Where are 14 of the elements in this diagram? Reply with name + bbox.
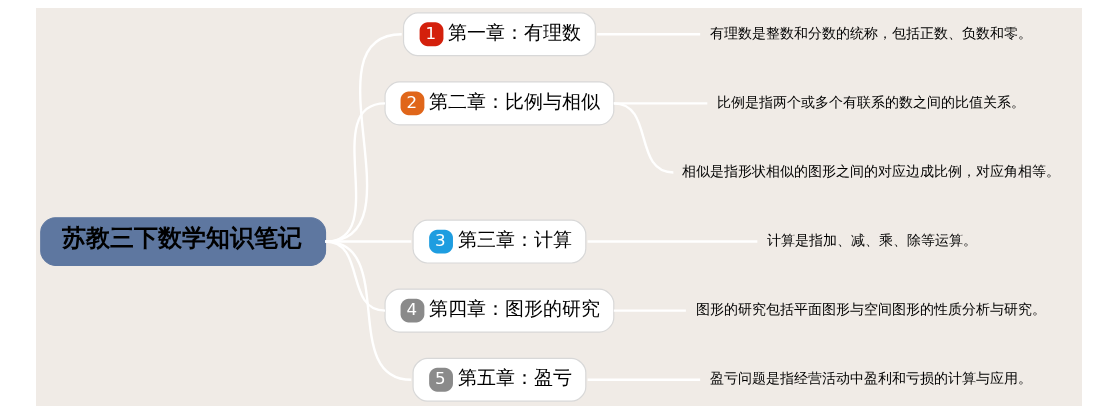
node-text: 相似是指形状相似的图形之间的对应边成比例，对应角相等。 [681, 163, 1060, 180]
connector [324, 240, 411, 381]
node-box: 4 第四章：图形的研究 [383, 288, 614, 333]
node-box: 1 第一章：有理数 [402, 12, 596, 57]
node-box: 苏教三下数学知识笔记 [39, 217, 326, 266]
node-box: 5 第五章：盈亏 [411, 357, 586, 402]
node-text: 计算是指加、减、乘、除等运算。 [766, 232, 977, 249]
node-text: 比例是指两个或多个有联系的数之间的比值关系。 [716, 94, 1025, 111]
node-text: 图形的研究包括平面图形与空间图形的性质分析与研究。 [695, 301, 1046, 318]
node-text: 有理数是整数和分数的统称，包括正数、负数和零。 [709, 24, 1032, 41]
node-text: 盈亏问题是指经营活动中盈利和亏损的计算与应用。 [709, 370, 1032, 387]
node-box: 3 第三章：计算 [411, 219, 586, 264]
node-box: 2 第二章：比例与相似 [383, 81, 614, 126]
connector [613, 102, 674, 174]
